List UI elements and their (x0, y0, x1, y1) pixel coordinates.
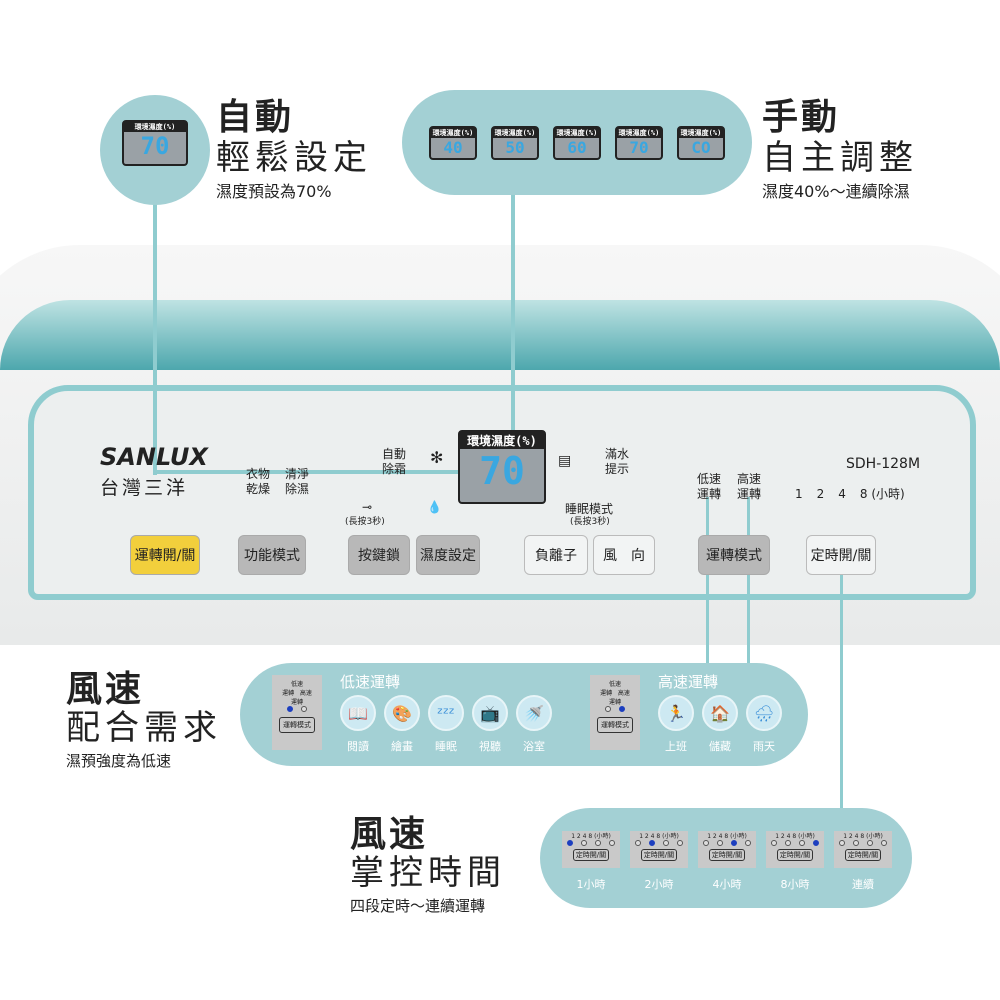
label-high-speed: 高速 運轉 (737, 472, 762, 501)
mode-bath: 浴室 (523, 740, 545, 753)
model-number: SDH-128M (846, 456, 921, 472)
house-icon: 🏠 (702, 695, 738, 731)
teal-band (0, 300, 1000, 370)
function-mode-button[interactable]: 功能模式 (238, 535, 306, 575)
humidity-40: 40 (443, 137, 463, 157)
power-button[interactable]: 運轉開/關 (130, 535, 200, 575)
label-low-speed: 低速 運轉 (697, 472, 722, 501)
fan-title: 風速 (66, 669, 145, 710)
manual-display-strip: /* placeholder */ 環境濕度(%)40 環境濕度(%)50 環境… (402, 90, 752, 195)
palette-icon: 🎨 (384, 695, 420, 731)
auto-title: 自動 (216, 97, 295, 138)
key-lock-button[interactable]: 按鍵鎖 (348, 535, 410, 575)
timer-2h-panel: 1 2 4 8 (小時)定時開/關 (630, 831, 688, 868)
timer-title: 風速 (350, 814, 429, 855)
wind-direction-button[interactable]: 風 向 (593, 535, 655, 575)
timer-2h-label: 2小時 (644, 878, 674, 891)
rain-cloud-icon: 🌧 (746, 695, 782, 731)
timer-desc: 四段定時～連續運轉 (350, 897, 486, 915)
humidity-50: 50 (505, 137, 525, 157)
mode-tv: 視聽 (479, 740, 501, 753)
water-drop-icon: 💧 (427, 500, 442, 514)
mode-drawing: 繪畫 (391, 740, 413, 753)
timer-continuous-panel: 1 2 4 8 (小時)定時開/關 (834, 831, 892, 868)
key-icon: ⊸ (362, 500, 373, 514)
fan-mode-strip: 低速 運轉 高速 運轉 運轉模式 低速運轉 📖 🎨 ᶻᶻᶻ 📺 🚿 閱讀 繪畫 … (240, 663, 808, 766)
operation-mode-button[interactable]: 運轉模式 (698, 535, 770, 575)
brand-cn: 台灣三洋 (100, 477, 189, 499)
book-icon: 📖 (340, 695, 376, 731)
label-auto-defrost: 自動 除霜 (382, 447, 407, 476)
timer-1h-label: 1小時 (576, 878, 606, 891)
display-label: 環境濕度(%) (124, 122, 186, 132)
timer-4h-label: 4小時 (712, 878, 742, 891)
timer-strip: 1 2 4 8 (小時)定時開/關 1 2 4 8 (小時)定時開/關 1 2 … (540, 808, 912, 908)
humidity-setting-button[interactable]: 濕度設定 (416, 535, 480, 575)
fan-subtitle: 配合需求 (66, 708, 222, 748)
fan-desc: 濕預強度為低速 (66, 752, 172, 770)
mode-reading: 閱讀 (347, 740, 369, 753)
label-sleep-mode: 睡眠模式 (565, 502, 614, 516)
manual-subtitle: 自主調整 (762, 138, 918, 178)
low-speed-mini-panel: 低速 運轉 高速 運轉 運轉模式 (272, 675, 322, 750)
timer-1h-panel: 1 2 4 8 (小時)定時開/關 (562, 831, 620, 868)
sleep-zzz-icon: ᶻᶻᶻ (428, 695, 464, 731)
humidity-70: 70 (629, 137, 649, 157)
brand-logo: SANLUX (100, 443, 208, 471)
timer-8h-panel: 1 2 4 8 (小時)定時開/關 (766, 831, 824, 868)
manual-desc: 濕度40%～連續除濕 (762, 182, 910, 201)
timer-8h-label: 8小時 (780, 878, 810, 891)
humidity-continuous: CO (691, 137, 711, 157)
mode-sleep: 睡眠 (435, 740, 457, 753)
ion-button[interactable]: 負離子 (524, 535, 588, 575)
timer-4h-panel: 1 2 4 8 (小時)定時開/關 (698, 831, 756, 868)
tv-icon: 📺 (472, 695, 508, 731)
snowflake-icon: ✻ (430, 448, 444, 467)
low-speed-title: 低速運轉 (340, 673, 401, 691)
escalator-icon: 🏃 (658, 695, 694, 731)
label-clean-dehumid: 清淨 除濕 (285, 467, 310, 496)
mode-rain: 雨天 (753, 740, 775, 753)
auto-subtitle: 輕鬆設定 (216, 138, 372, 178)
high-speed-mini-panel: 低速 運轉 高速 運轉 運轉模式 (590, 675, 640, 750)
timer-continuous-label: 連續 (852, 878, 874, 891)
timer-button[interactable]: 定時開/關 (806, 535, 876, 575)
shower-icon: 🚿 (516, 695, 552, 731)
high-speed-title: 高速運轉 (658, 673, 719, 691)
label-clothes-dry: 衣物 乾燥 (246, 467, 271, 496)
humidity-60: 60 (567, 137, 587, 157)
auto-display-badge: 環境濕度(%) 70 (100, 95, 210, 205)
mode-work: 上班 (665, 740, 687, 753)
lock-long-press: (長按3秒) (345, 517, 385, 527)
display-value: 70 (140, 132, 170, 160)
sleep-long-press: (長按3秒) (570, 517, 610, 527)
mode-storage: 儲藏 (709, 740, 731, 753)
timer-subtitle: 掌控時間 (350, 853, 506, 893)
auto-desc: 濕度預設為70% (216, 182, 332, 201)
panel-display: 環境濕度(%) 70 (458, 430, 546, 504)
water-tank-icon: ▤ (558, 453, 572, 469)
label-full-water: 滿水 提示 (605, 447, 630, 476)
manual-title: 手動 (762, 97, 841, 138)
